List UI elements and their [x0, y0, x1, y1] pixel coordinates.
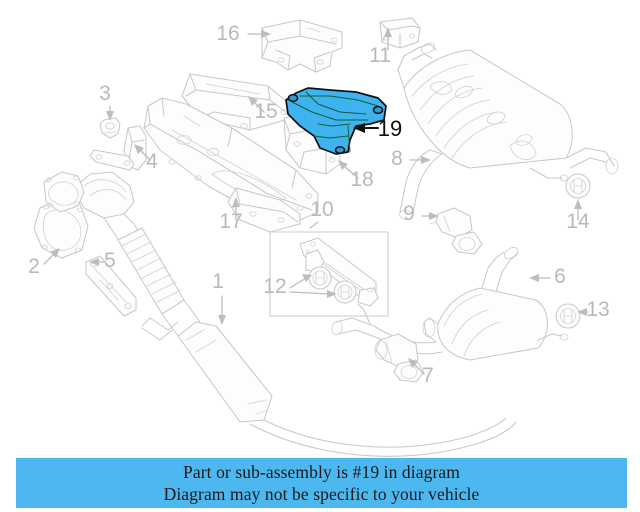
- callout-label-15[interactable]: 15: [254, 100, 277, 123]
- leader-2: [43, 248, 60, 265]
- leader-19: [353, 123, 380, 133]
- callout-label-14[interactable]: 14: [566, 210, 590, 233]
- leader-5: [89, 258, 107, 266]
- part-7-shape: [374, 333, 425, 383]
- grommet-a: [308, 266, 332, 290]
- callout-label-16[interactable]: 16: [216, 22, 239, 45]
- callout-label-13[interactable]: 13: [586, 298, 609, 321]
- callout-label-10[interactable]: 10: [310, 198, 333, 221]
- grommet-b: [333, 280, 357, 304]
- callout-label-17[interactable]: 17: [219, 210, 242, 233]
- part-11-shape: [379, 17, 421, 49]
- leader-18: [338, 160, 359, 179]
- leader-11: [384, 27, 392, 51]
- leader-17: [232, 197, 240, 221]
- part-14-shape: [565, 173, 591, 199]
- part-1-shape: [43, 171, 517, 457]
- callout-label-3[interactable]: 3: [99, 82, 111, 105]
- part-16-shape: [261, 19, 343, 73]
- leader-4: [134, 144, 151, 161]
- leader-6: [529, 274, 551, 282]
- leader-7: [408, 358, 425, 375]
- callout-label-18[interactable]: 18: [350, 168, 373, 191]
- callout-label-7[interactable]: 7: [422, 364, 434, 387]
- leader-9: [421, 212, 439, 220]
- callout-label-1[interactable]: 1: [212, 270, 224, 293]
- part-19-highlighted-shape[interactable]: [285, 87, 387, 155]
- leader-16: [247, 30, 271, 38]
- callout-label-4[interactable]: 4: [146, 150, 158, 173]
- part-13-shape: [555, 303, 581, 329]
- callout-label-11[interactable]: 11: [369, 44, 391, 67]
- part-5-shape: [85, 255, 137, 317]
- callout-label-12[interactable]: 12: [263, 275, 286, 298]
- leader-13: [577, 308, 589, 316]
- callout-label-2[interactable]: 2: [28, 255, 40, 278]
- part-17-shape: [143, 97, 319, 221]
- part-9-shape: [429, 207, 483, 255]
- part-12-inset: [269, 231, 389, 317]
- leader-1: [218, 295, 226, 325]
- leader-15: [248, 96, 265, 113]
- part-3-shape: [99, 117, 121, 139]
- banner-line-1: Part or sub-assembly is #19 in diagram: [183, 462, 460, 482]
- leader-3: [106, 105, 114, 121]
- callout-label-8[interactable]: 8: [391, 147, 403, 170]
- callout-label-19[interactable]: 19: [378, 116, 402, 141]
- banner-line-2: Diagram may not be specific to your vehi…: [163, 484, 480, 504]
- part-10-shape: [227, 187, 301, 233]
- leader-12: [289, 274, 337, 298]
- leader-10: [309, 221, 319, 229]
- leader-8: [409, 156, 431, 164]
- callout-label-9[interactable]: 9: [403, 202, 415, 225]
- info-banner: Part or sub-assembly is #19 in diagram D…: [16, 458, 627, 508]
- part-muffler-main: [397, 42, 619, 182]
- callout-label-5[interactable]: 5: [104, 249, 116, 272]
- callout-label-6[interactable]: 6: [554, 265, 566, 288]
- part-8-shape: [399, 149, 443, 221]
- leader-14: [574, 199, 582, 221]
- part-4-shape: [89, 125, 147, 171]
